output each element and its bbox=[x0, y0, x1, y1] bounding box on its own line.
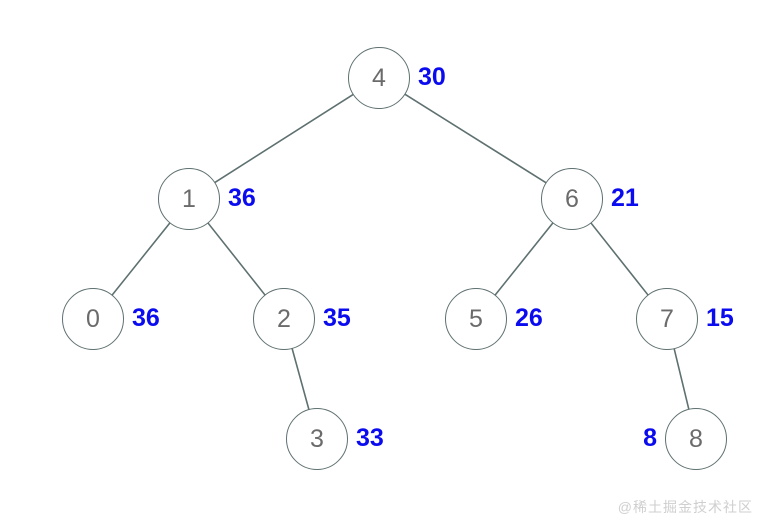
tree-node-weight-7: 15 bbox=[706, 304, 734, 332]
tree-node-weight-8: 8 bbox=[643, 424, 657, 452]
tree-edge-n1-n0 bbox=[111, 222, 171, 296]
tree-node-5[interactable]: 5 bbox=[445, 288, 507, 350]
tree-edge-n4-n1 bbox=[214, 93, 354, 184]
tree-node-label: 3 bbox=[310, 424, 324, 453]
tree-node-2[interactable]: 2 bbox=[253, 288, 315, 350]
tree-node-3[interactable]: 3 bbox=[286, 408, 348, 470]
tree-node-weight-5: 26 bbox=[515, 304, 543, 332]
watermark: @稀土掘金技术社区 bbox=[617, 499, 753, 515]
tree-node-0[interactable]: 0 bbox=[62, 288, 124, 350]
tree-node-1[interactable]: 1 bbox=[158, 168, 220, 230]
tree-node-7[interactable]: 7 bbox=[636, 288, 698, 350]
tree-edge-n7-n8 bbox=[673, 348, 690, 410]
tree-node-weight-3: 33 bbox=[356, 424, 384, 452]
tree-node-4[interactable]: 4 bbox=[348, 47, 410, 109]
tree-node-label: 8 bbox=[689, 424, 703, 453]
tree-edge-n6-n7 bbox=[590, 222, 649, 296]
tree-node-weight-1: 36 bbox=[228, 184, 256, 212]
tree-node-label: 6 bbox=[565, 184, 579, 213]
tree-node-label: 4 bbox=[372, 63, 386, 92]
tree-node-weight-0: 36 bbox=[132, 304, 160, 332]
tree-node-label: 7 bbox=[660, 304, 674, 333]
tree-node-label: 1 bbox=[182, 184, 196, 213]
tree-node-weight-2: 35 bbox=[323, 304, 351, 332]
tree-edge-n6-n5 bbox=[494, 222, 554, 296]
tree-node-label: 2 bbox=[277, 304, 291, 333]
tree-edge-n4-n6 bbox=[404, 93, 547, 184]
tree-node-weight-4: 30 bbox=[418, 63, 446, 91]
tree-node-8[interactable]: 8 bbox=[665, 408, 727, 470]
tree-node-label: 0 bbox=[86, 304, 100, 333]
tree-edge-n1-n2 bbox=[207, 222, 266, 296]
tree-node-6[interactable]: 6 bbox=[541, 168, 603, 230]
tree-node-label: 5 bbox=[469, 304, 483, 333]
tree-edge-n2-n3 bbox=[291, 348, 310, 410]
tree-node-weight-6: 21 bbox=[611, 184, 639, 212]
